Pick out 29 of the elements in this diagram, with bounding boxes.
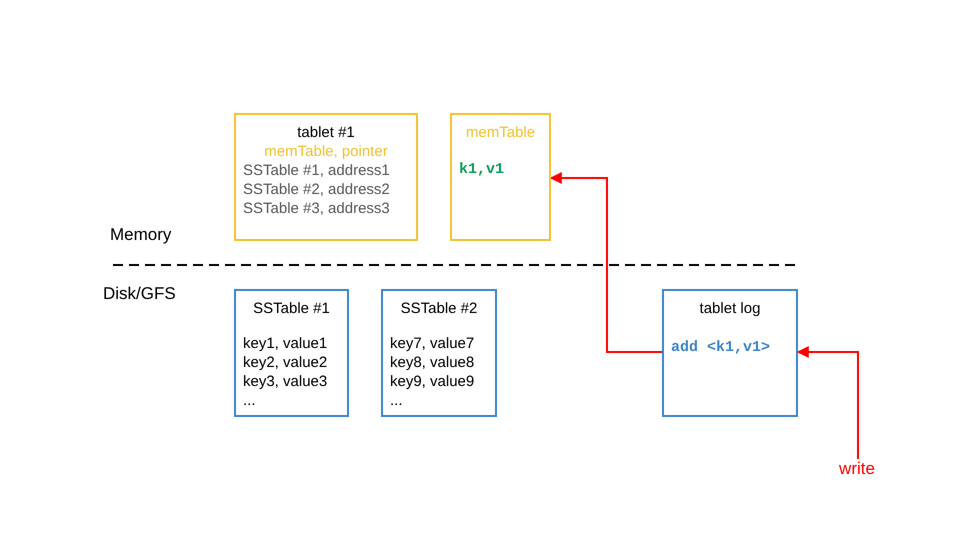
tablet-box bbox=[234, 113, 418, 241]
entry-text: key1, value1 bbox=[242, 334, 328, 353]
box-heading: tablet #1 bbox=[296, 123, 356, 142]
entry-text: ... bbox=[242, 391, 257, 410]
tablet-log-box bbox=[662, 289, 798, 417]
entry-text: key7, value7 bbox=[389, 334, 476, 353]
entry-text: ... bbox=[389, 391, 404, 410]
section-label: Memory bbox=[110, 225, 172, 245]
sstable-box bbox=[381, 289, 497, 417]
sstable-box bbox=[234, 289, 349, 417]
entry-text: add <k1,v1> bbox=[670, 338, 772, 357]
box-heading: SSTable #1 bbox=[252, 299, 331, 318]
box-heading: memTable bbox=[464, 123, 536, 142]
section-label: Disk/GFS bbox=[103, 284, 176, 304]
entry-text: memTable, pointer bbox=[263, 142, 389, 161]
memtable-box bbox=[450, 113, 551, 241]
entry-text: SSTable #1, address1 bbox=[242, 161, 391, 180]
entry-text: key2, value2 bbox=[242, 353, 328, 372]
entry-text: key3, value3 bbox=[242, 372, 328, 391]
entry-text: SSTable #3, address3 bbox=[242, 199, 391, 218]
entry-text: SSTable #2, address2 bbox=[242, 180, 391, 199]
node-label: write bbox=[838, 459, 876, 478]
box-heading: tablet log bbox=[698, 299, 762, 318]
entry-text: k1,v1 bbox=[458, 160, 506, 179]
box-heading: SSTable #2 bbox=[400, 299, 478, 318]
arrow bbox=[796, 346, 859, 459]
entry-text: key8, value8 bbox=[389, 353, 476, 372]
entry-text: key9, value9 bbox=[389, 372, 476, 391]
arrow bbox=[550, 172, 662, 353]
